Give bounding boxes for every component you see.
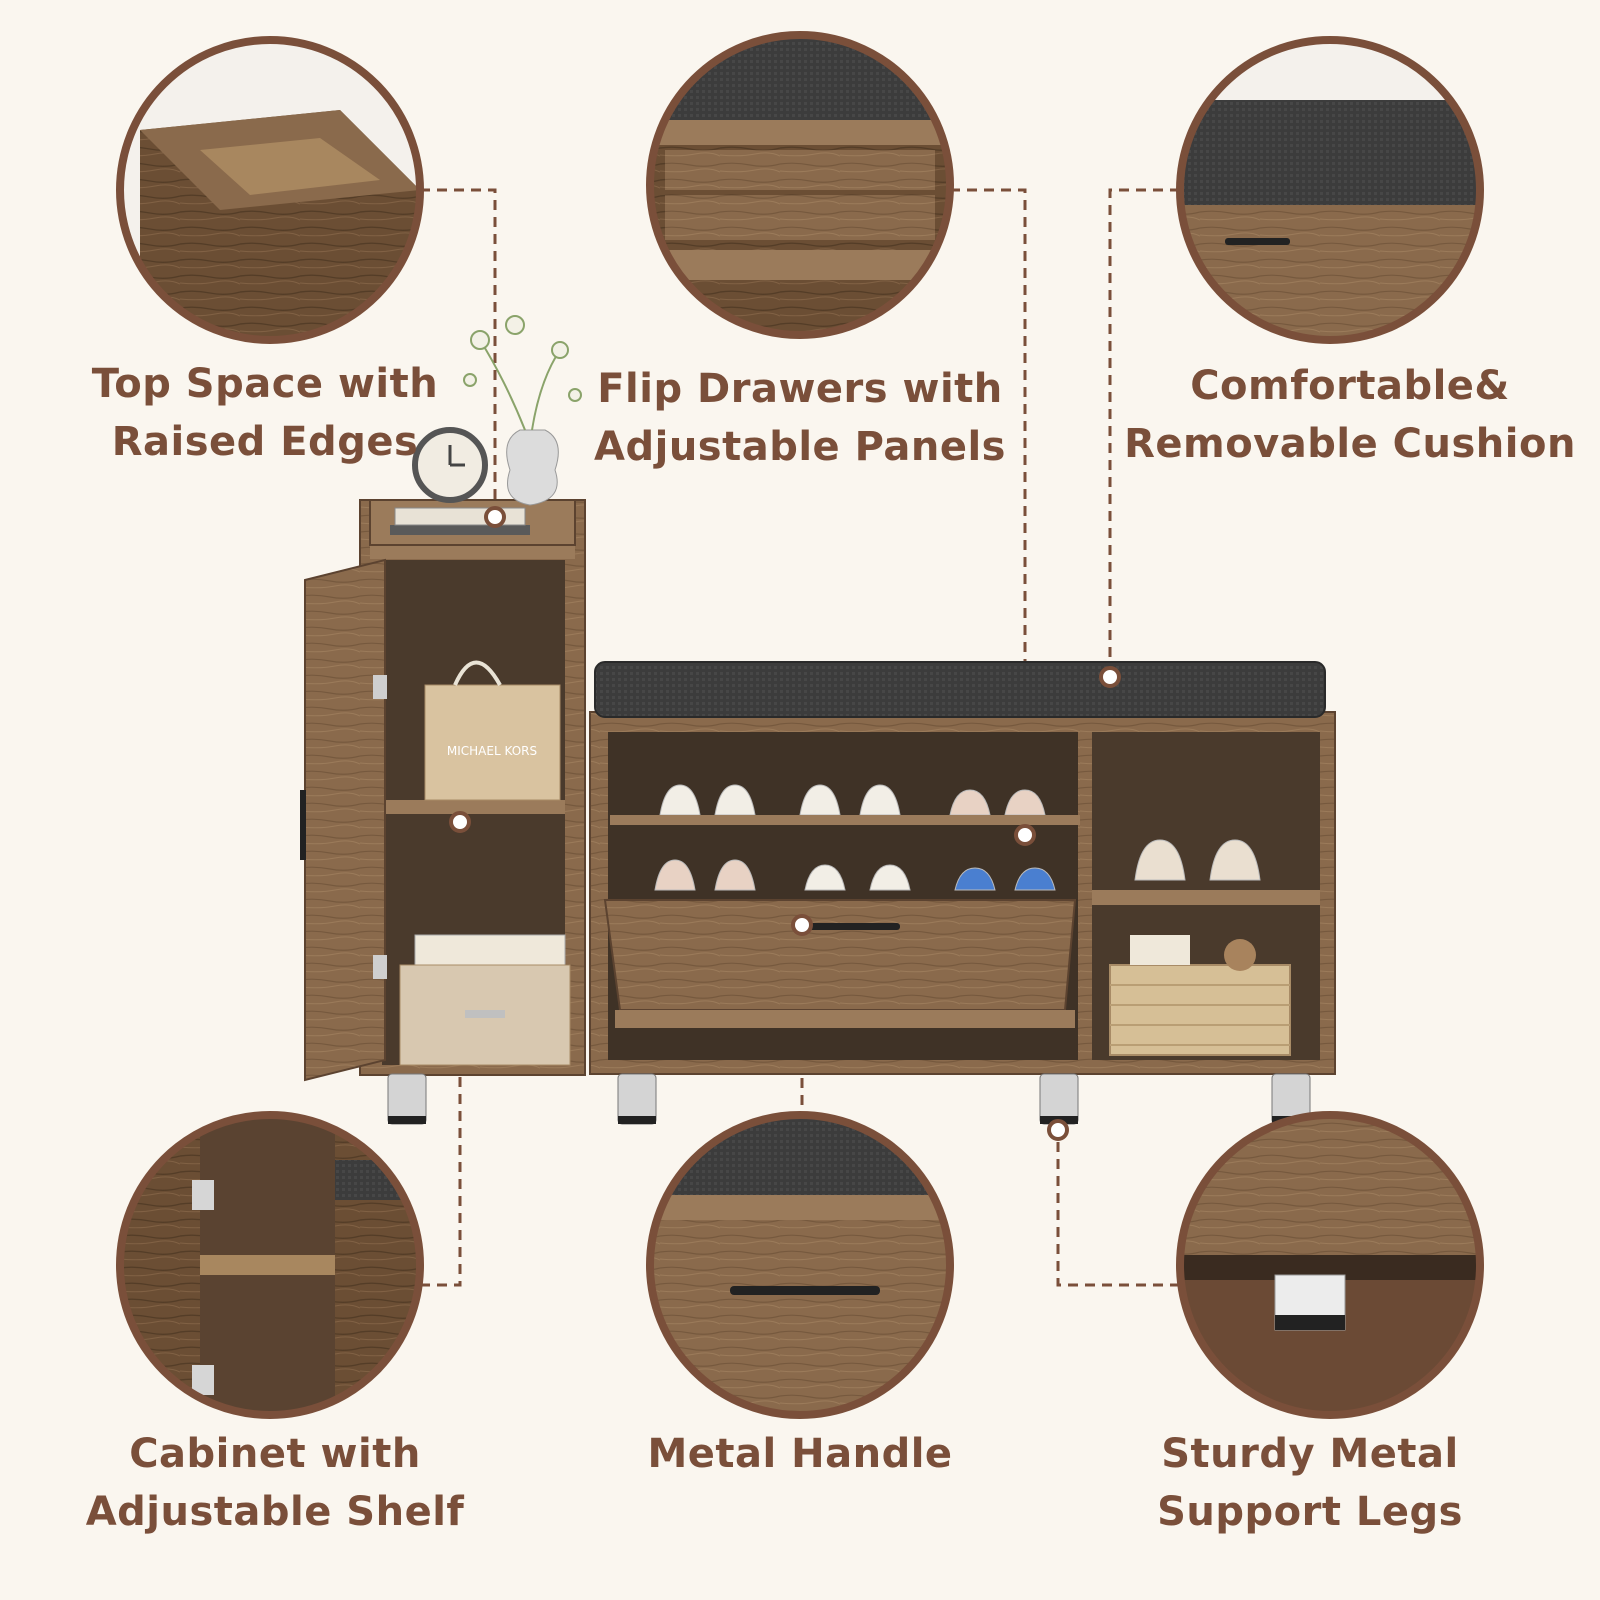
hotspot-markers xyxy=(449,506,1121,1141)
marker-handle xyxy=(791,914,813,936)
connector-cushion xyxy=(1108,188,1180,675)
detail-circle-top-space xyxy=(116,36,424,344)
label-cushion: Comfortable&Removable Cushion xyxy=(1124,363,1576,467)
detail-circle-flip-drawers xyxy=(646,31,954,339)
cabinet-door xyxy=(304,558,386,1082)
bag-brand: MICHAEL KORS xyxy=(447,744,537,758)
shoes xyxy=(654,784,1261,891)
flip-drawer-front xyxy=(603,899,1077,1011)
marker-top-space xyxy=(484,506,506,528)
connector-legs xyxy=(1056,1130,1180,1287)
connector-top-space xyxy=(420,188,497,515)
drawer-handle xyxy=(805,923,900,930)
connector-flip-drawers xyxy=(950,188,1027,835)
shoe-bench-product: MICHAEL KORS xyxy=(300,315,1336,1125)
marker-cushion xyxy=(1099,666,1121,688)
label-handle: Metal Handle xyxy=(647,1431,953,1477)
detail-circle-cushion xyxy=(1176,36,1484,344)
shopping-bag xyxy=(424,684,561,801)
detail-circle-cabinet xyxy=(116,1111,424,1419)
wicker-basket xyxy=(1109,964,1291,1056)
teddy-bear-icon xyxy=(1224,939,1256,971)
detail-circle-handle xyxy=(646,1111,954,1419)
detail-circle-legs xyxy=(1176,1111,1484,1419)
vase-icon xyxy=(506,429,559,506)
flowers-icon xyxy=(463,315,582,431)
marker-flip-drawers xyxy=(1014,824,1036,846)
metal-legs xyxy=(387,1073,1311,1125)
marker-legs xyxy=(1047,1119,1069,1141)
marker-cabinet xyxy=(449,811,471,833)
seat-cushion xyxy=(594,661,1326,718)
